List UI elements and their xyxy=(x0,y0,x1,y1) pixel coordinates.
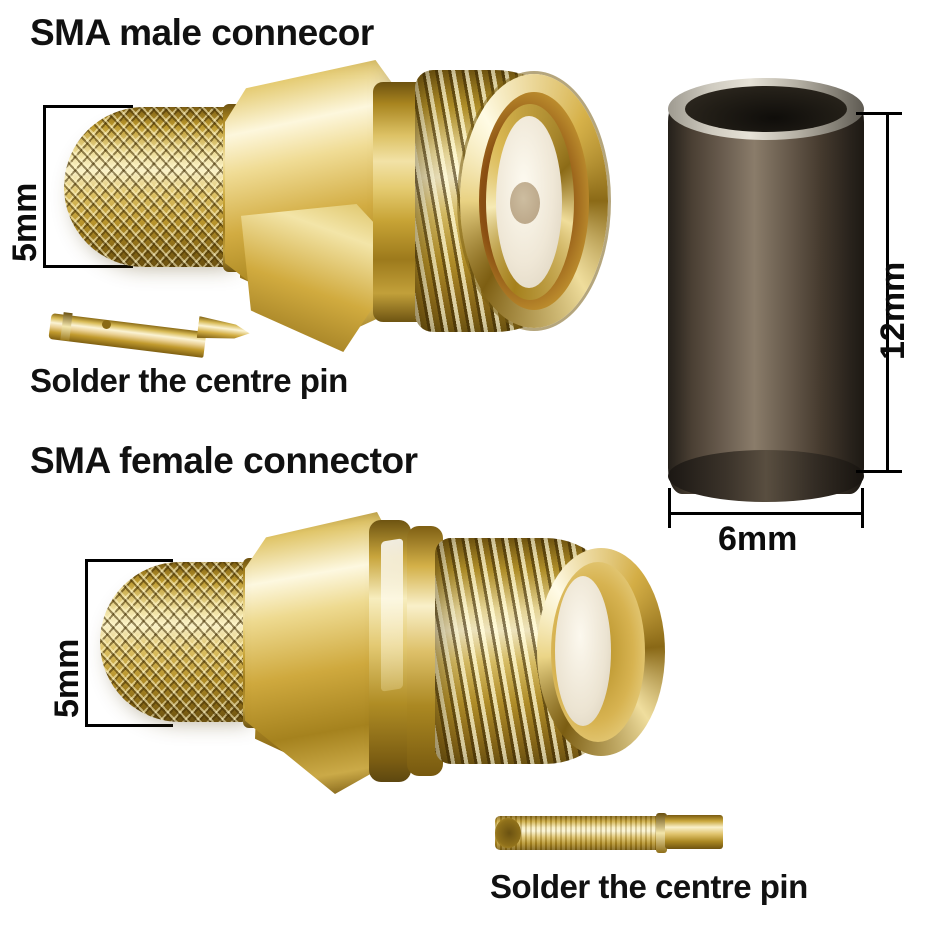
female-socket-mouth xyxy=(495,818,521,848)
female-pin-caption: Solder the centre pin xyxy=(490,868,808,905)
ferrule-length-label: 12mm xyxy=(874,261,912,360)
female-dim-top-tick xyxy=(85,559,173,562)
ferrule-length-top-tick xyxy=(856,112,902,115)
female-section-title: SMA female connector xyxy=(30,440,418,481)
male-section-title: SMA male connecor xyxy=(30,12,374,53)
female-socket-collar xyxy=(656,813,667,853)
male-centre-pin xyxy=(48,305,260,358)
ferrule-length-bottom-tick xyxy=(856,470,902,473)
crimp-ferrule-sleeve xyxy=(668,78,864,508)
male-knurled-sleeve xyxy=(64,107,244,267)
ferrule-dia-horizontal-rule xyxy=(668,512,864,515)
female-dimension-label: 5mm xyxy=(48,638,86,718)
female-knurled-sleeve xyxy=(100,562,260,722)
male-dim-bottom-tick xyxy=(43,265,133,268)
ferrule-bore xyxy=(685,86,847,132)
ferrule-bottom-edge xyxy=(668,450,864,502)
female-dielectric-face xyxy=(555,576,611,726)
sma-male-connector xyxy=(55,52,620,352)
male-centre-contact-hole xyxy=(510,182,540,224)
ferrule-dia-left-tick xyxy=(668,488,671,528)
female-dim-vertical-rule xyxy=(85,559,88,727)
sma-female-connector xyxy=(95,500,695,800)
female-socket-rear-barrel xyxy=(665,815,723,849)
male-pin-caption: Solder the centre pin xyxy=(30,362,348,399)
ferrule-body xyxy=(668,96,864,494)
female-centre-socket-pin xyxy=(495,806,723,858)
male-dim-top-tick xyxy=(43,105,133,108)
female-dim-bottom-tick xyxy=(85,724,173,727)
ferrule-length-vertical-rule xyxy=(886,112,889,472)
male-pin-solder-hole xyxy=(102,320,111,329)
female-socket-tube xyxy=(495,816,665,850)
male-dimension-label: 5mm xyxy=(6,182,44,262)
ferrule-diameter-label: 6mm xyxy=(718,520,798,558)
ferrule-dia-right-tick xyxy=(861,488,864,528)
female-bulkhead-bevel-highlight xyxy=(381,538,403,692)
male-dim-vertical-rule xyxy=(43,105,46,268)
